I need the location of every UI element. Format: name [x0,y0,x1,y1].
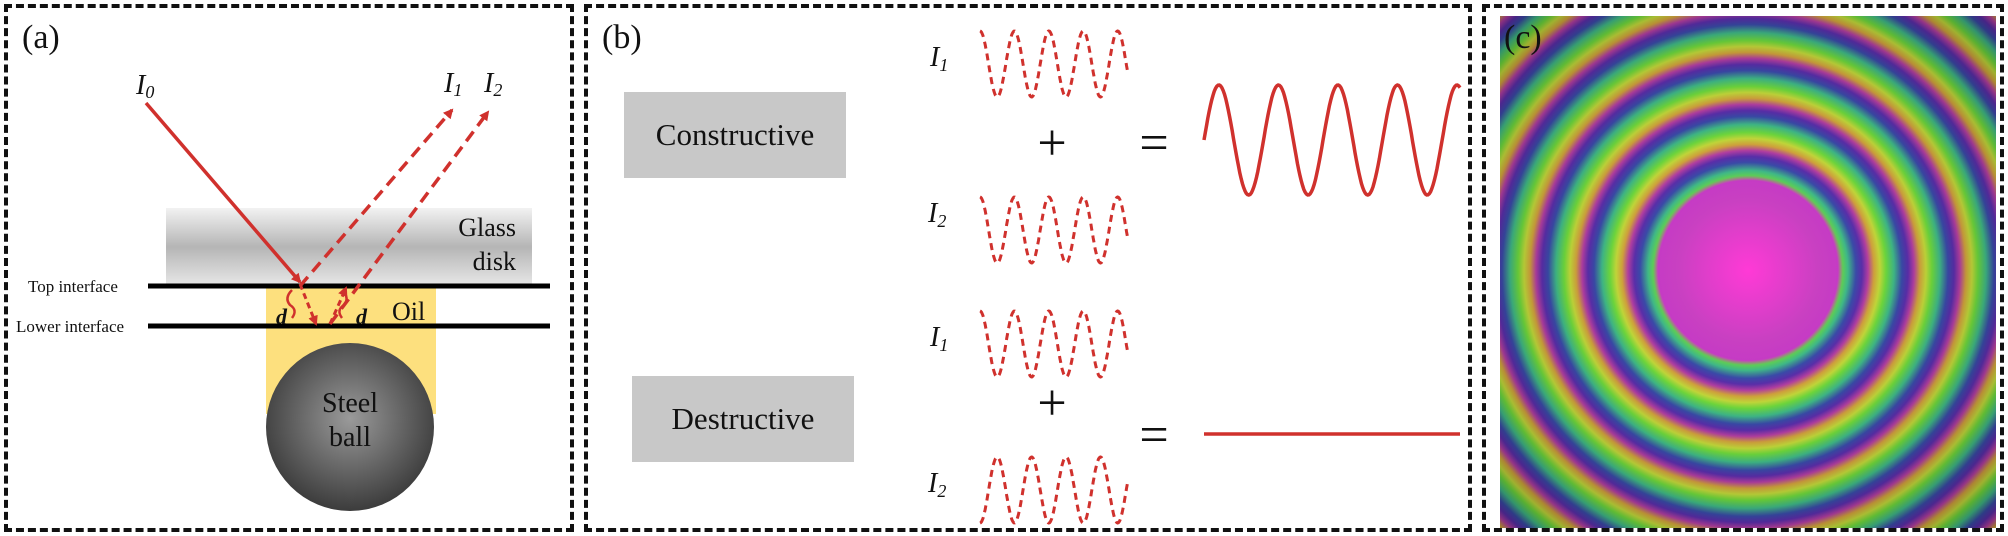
panel-label-b: (b) [602,19,642,56]
destructive-wave-1-label: I1 [929,322,948,355]
reflected-ray-1-label: I1 [443,68,462,100]
panel-a-contact-schematic: (a) I0 I1 I2 Glass disk Top interface Lo… [4,4,574,532]
steel-ball-label-line1: Steel [322,388,378,419]
constructive-wave-2-label: I2 [927,198,946,231]
destructive-wave-2 [979,455,1130,525]
constructive-wave-1-label: I1 [929,42,948,75]
incident-ray [144,101,302,284]
refracted-ray-1 [298,283,318,326]
gap-label-right: d [356,304,368,329]
schematic-diagram: (a) I0 I1 I2 Glass disk Top interface Lo… [16,19,550,511]
constructive-plus-sign: + [1037,115,1066,172]
destructive-equals-sign: = [1139,407,1168,464]
panel-b-interference: Constructive Destructive (b) I1 I2 I1 I2… [584,4,1472,532]
steel-ball-label-line2: ball [329,422,371,453]
oil-label: Oil [392,297,425,326]
constructive-sum-wave [1202,83,1462,197]
constructive-equals-sign: = [1139,115,1168,172]
destructive-wave-1 [979,309,1130,379]
lower-interface-label: Lower interface [16,317,124,336]
top-interface-label: Top interface [28,277,118,296]
glass-disk-label-line1: Glass [458,213,516,242]
interference-ring-image [1500,16,1996,528]
destructive-plus-sign: + [1037,375,1066,432]
panel-label-c: (c) [1504,19,1542,56]
constructive-wave-1 [979,29,1130,99]
glass-disk-label-line2: disk [473,247,516,276]
constructive-wave-2 [979,195,1130,265]
reflected-ray-1 [298,108,454,288]
interference-ring-shading [1500,16,1996,528]
panel-c-interference-rings: (c) [1482,4,2004,532]
destructive-label-box: Destructive [632,376,854,462]
gap-label-left: d [276,304,288,329]
incident-ray-label: I0 [135,70,154,102]
reflected-ray-2-label: I2 [483,68,502,100]
interference-diagram: (b) I1 I2 I1 I2 + = + = [602,19,1462,525]
panel-label-a: (a) [22,19,60,56]
gap-brace-right [338,289,348,319]
steel-ball [266,343,434,511]
reflected-ray-2 [328,110,490,326]
refracted-ray-2 [328,286,348,325]
constructive-label-box: Constructive [624,92,846,178]
destructive-wave-2-label: I2 [927,468,946,501]
glass-disk [166,208,532,286]
gap-brace-left [286,289,296,319]
panel-c-label-layer: (c) [1504,19,1542,56]
